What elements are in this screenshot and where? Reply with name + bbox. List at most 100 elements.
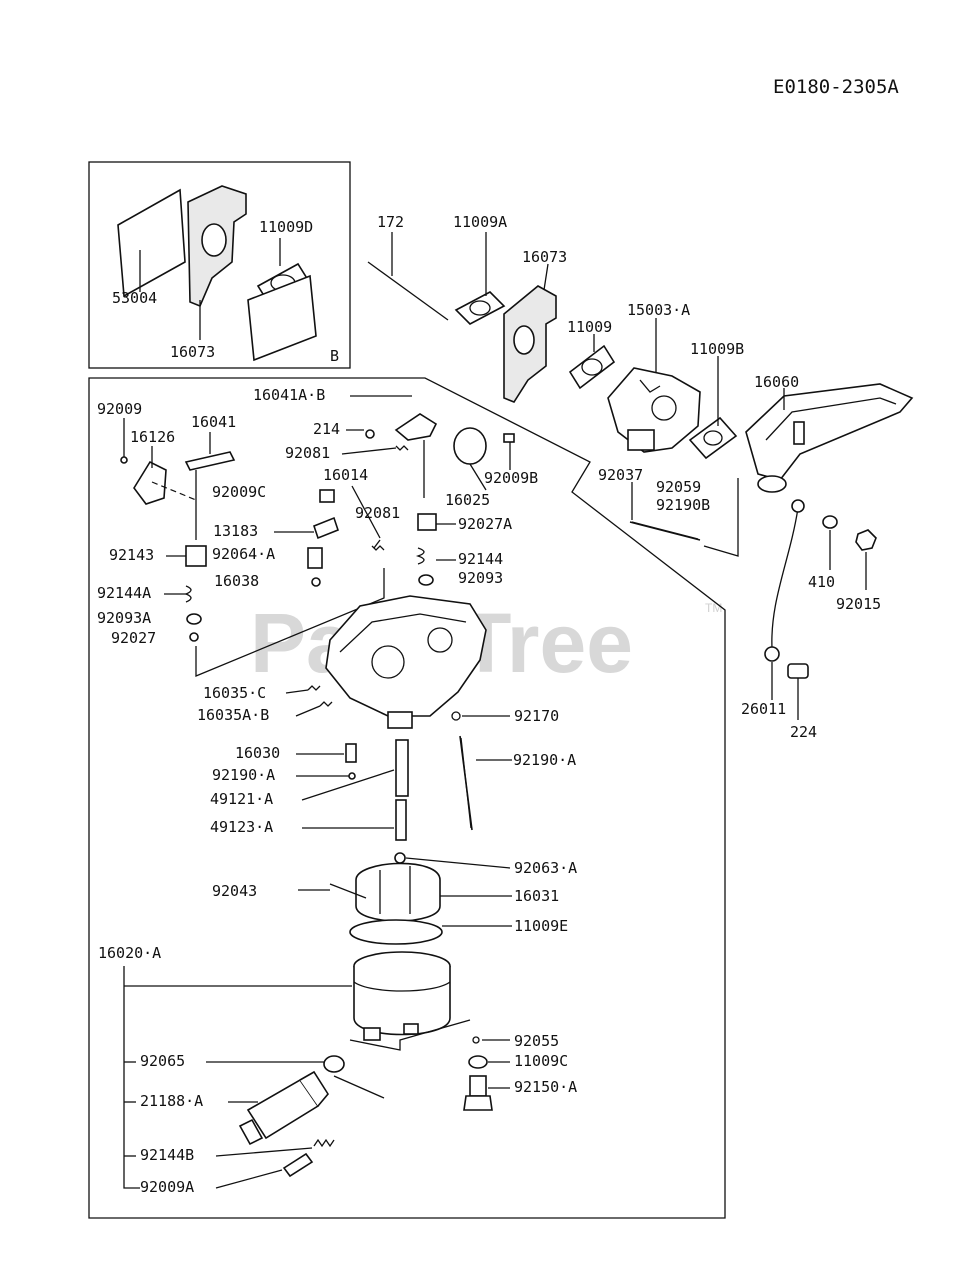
- screw-92064A-shape: [307, 547, 323, 569]
- carburetor-15003A-shape: [607, 367, 701, 453]
- carburetor-group-border: [88, 377, 726, 1219]
- spacer-port-inset: [201, 223, 227, 257]
- washer-410-shape: [822, 515, 838, 529]
- screw-92009B-shape: [503, 433, 515, 443]
- spring-92081-b-shape: [371, 545, 385, 551]
- spring-92144-shape: [415, 547, 425, 565]
- label-92009: 92009: [97, 400, 142, 418]
- seal-92063A-shape: [394, 852, 406, 864]
- screw-16035C-shape: [307, 685, 321, 691]
- needle-16030-shape: [345, 743, 357, 763]
- diagram-code: E0180-2305A: [773, 76, 899, 98]
- label-92093: 92093: [458, 569, 503, 587]
- nut-92015-shape: [855, 529, 877, 551]
- lever-16041-shape: [184, 451, 236, 471]
- inset-tag: B: [330, 347, 339, 365]
- gasket-53004-shape: [117, 188, 186, 298]
- tube-49121A-shape: [395, 739, 409, 797]
- label-92009B: 92009B: [484, 469, 538, 487]
- gasket-11009A-shape: [454, 291, 506, 325]
- label-11009E: 11009E: [514, 917, 568, 935]
- washer-92093-shape: [418, 574, 434, 586]
- seal-92143-shape: [185, 545, 207, 567]
- screw-214-shape: [365, 429, 375, 439]
- jet-49123A-shape: [395, 799, 407, 841]
- label-16060: 16060: [754, 373, 799, 391]
- spring-92144B-shape: [313, 1138, 335, 1148]
- label-11009: 11009: [567, 318, 612, 336]
- label-16073-inset: 16073: [170, 343, 215, 361]
- label-16035AB: 16035A·B: [197, 706, 269, 724]
- screw-92150A-shape: [469, 1075, 487, 1097]
- label-410: 410: [808, 573, 835, 591]
- watermark-tm: TM: [705, 601, 722, 615]
- screw-92009C-shape: [319, 489, 335, 503]
- label-92015: 92015: [836, 595, 881, 613]
- washer-11009C-shape: [468, 1055, 488, 1069]
- label-92081-a: 92081: [285, 444, 330, 462]
- label-53004: 53004: [112, 289, 157, 307]
- ring-92055-shape: [472, 1036, 480, 1044]
- pin-92033-shape: [348, 772, 356, 780]
- label-92190A-right: 92190·A: [513, 751, 576, 769]
- solenoid-21188A-shape: [238, 1070, 329, 1146]
- label-92059: 92059: [656, 478, 701, 496]
- label-16030: 16030: [235, 744, 280, 762]
- pad-inset-shape: [247, 274, 317, 362]
- label-16038: 16038: [214, 572, 259, 590]
- label-92027: 92027: [111, 629, 156, 647]
- label-224: 224: [790, 723, 817, 741]
- seal-92027A-shape: [417, 513, 437, 531]
- screw-92009A-shape: [282, 1152, 314, 1178]
- ground-wire-26011-shape: [771, 507, 799, 649]
- label-21188A: 21188·A: [140, 1092, 203, 1110]
- spring-92144A-shape: [184, 585, 192, 603]
- washer-92065-shape: [323, 1055, 345, 1073]
- label-172: 172: [377, 213, 404, 231]
- label-92190A: 92190·A: [212, 766, 275, 784]
- label-92009C: 92009C: [212, 483, 266, 501]
- label-92190B: 92190B: [656, 496, 710, 514]
- label-15003A: 15003·A: [627, 301, 690, 319]
- valve-16025-shape: [453, 427, 487, 465]
- ring-16038-shape: [311, 577, 321, 587]
- gasket-11009-shape: [568, 344, 616, 390]
- label-13183: 13183: [213, 522, 258, 540]
- label-16041: 16041: [191, 413, 236, 431]
- label-11009B: 11009B: [690, 340, 744, 358]
- stud-172-shape: [367, 261, 449, 321]
- label-92063A: 92063·A: [514, 859, 577, 877]
- nut-92150A-head: [463, 1095, 493, 1111]
- label-16020A: 16020·A: [98, 944, 161, 962]
- label-92037: 92037: [598, 466, 643, 484]
- pin-92043-shape: [329, 883, 367, 899]
- label-16035C: 16035·C: [203, 684, 266, 702]
- label-92027A: 92027A: [458, 515, 512, 533]
- label-16014: 16014: [323, 466, 368, 484]
- ring-92027-shape: [189, 632, 199, 642]
- label-11009D: 11009D: [259, 218, 313, 236]
- lever-16041AB-shape: [394, 413, 438, 441]
- label-92144A: 92144A: [97, 584, 151, 602]
- label-49121A: 49121·A: [210, 790, 273, 808]
- label-92144B: 92144B: [140, 1146, 194, 1164]
- label-11009C: 11009C: [514, 1052, 568, 1070]
- label-16073: 16073: [522, 248, 567, 266]
- label-16025: 16025: [445, 491, 490, 509]
- gasket-11009E-shape: [349, 919, 443, 945]
- label-16031: 16031: [514, 887, 559, 905]
- float-16031-shape: [355, 862, 441, 922]
- washer-92093A-shape: [186, 613, 202, 625]
- label-49123A: 49123·A: [210, 818, 273, 836]
- gasket-11009B-shape: [688, 416, 738, 460]
- label-92009A: 92009A: [140, 1178, 194, 1196]
- spring-92081-a-shape: [395, 445, 409, 451]
- plate-16126-shape: [133, 460, 167, 505]
- label-16041AB: 16041A·B: [253, 386, 325, 404]
- label-92150A: 92150·A: [514, 1078, 577, 1096]
- label-92081-b: 92081: [355, 504, 400, 522]
- plate-13183-shape: [313, 516, 339, 540]
- label-92144: 92144: [458, 550, 503, 568]
- label-26011: 26011: [741, 700, 786, 718]
- carburetor-body-shape: [325, 595, 487, 729]
